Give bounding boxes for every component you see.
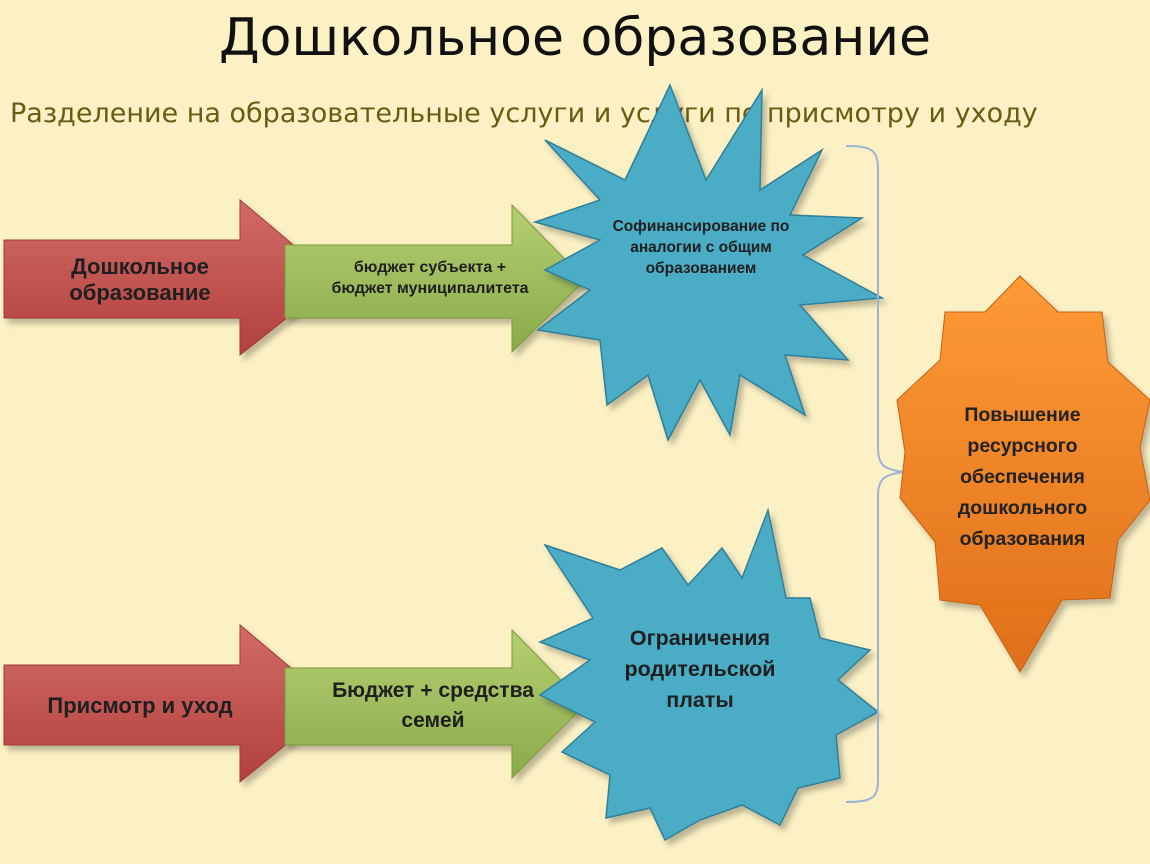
source-label-preschool: Дошкольное образование	[69, 254, 211, 305]
green-arrow-family-funds	[284, 628, 586, 780]
funding-label-budget: бюджет субъекта + бюджет муниципалитета	[331, 259, 529, 297]
star-cofinancing	[532, 83, 885, 442]
result-shape	[896, 275, 1150, 673]
page-title: Дошкольное образование	[219, 8, 931, 68]
funding-label-family: Бюджет + средства семей	[332, 679, 534, 732]
star-parent-fee-limit	[538, 507, 880, 842]
result-label: Повышение ресурсного обеспечения дошколь…	[957, 403, 1088, 550]
page-subtitle: Разделение на образовательные услуги и у…	[10, 98, 1038, 129]
source-label-care: Присмотр и уход	[47, 693, 233, 718]
green-arrow-budget	[284, 203, 586, 354]
mechanism-label-parent-fee: Ограничения родительской платы	[624, 625, 776, 712]
mechanism-label-cofinancing: Софинансирование по аналогии с общим обр…	[612, 217, 790, 277]
